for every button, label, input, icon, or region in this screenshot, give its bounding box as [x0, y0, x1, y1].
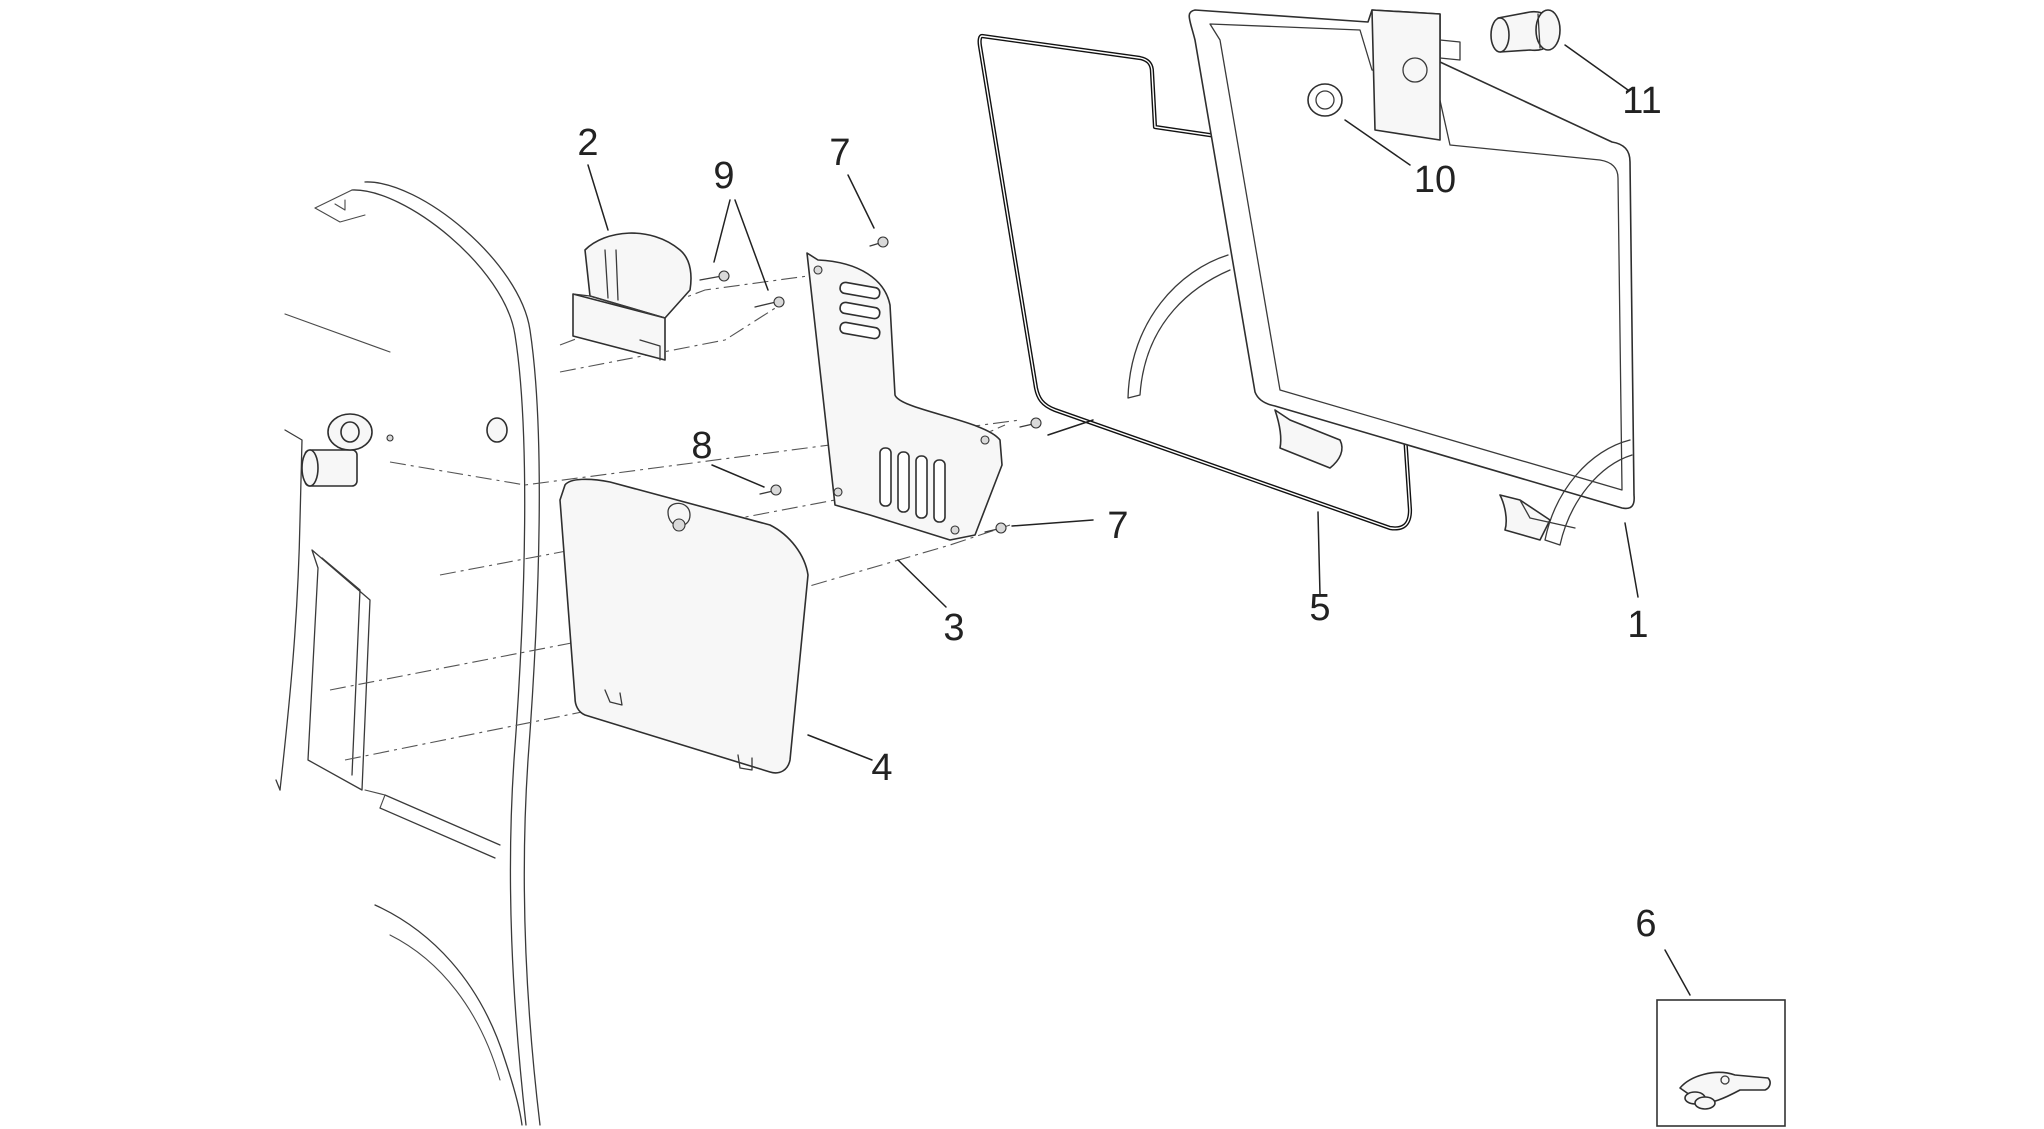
part-7-screws	[869, 236, 1042, 534]
part-5-gasket	[977, 33, 1413, 531]
callout-labels: 2 9 7 8 7 3 4 5 1 10 11 6	[577, 80, 1661, 945]
callout-4: 4	[871, 747, 892, 789]
callout-2: 2	[577, 122, 598, 164]
part-4-door-panel	[559, 478, 809, 774]
part-1-lid-frame	[1127, 9, 1635, 546]
callout-10: 10	[1414, 159, 1456, 201]
part-2-bracket	[572, 232, 692, 361]
callout-8: 8	[691, 425, 712, 467]
callout-6: 6	[1635, 903, 1656, 945]
part-11-lock-cylinder	[1490, 9, 1561, 53]
scooter-body-frame	[275, 181, 541, 1126]
part-9-screws	[699, 270, 785, 308]
leader-lines	[587, 44, 1691, 996]
part-6-inset	[1656, 999, 1786, 1127]
part-3-vent-plate	[806, 252, 1003, 541]
callout-7-right: 7	[1107, 505, 1128, 547]
callout-9: 9	[713, 155, 734, 197]
part-8-screw	[759, 484, 782, 496]
part-10-grommet	[1307, 83, 1343, 117]
callout-5: 5	[1309, 587, 1330, 629]
callout-11: 11	[1622, 80, 1661, 122]
callout-7-top: 7	[829, 132, 850, 174]
callout-3: 3	[943, 607, 964, 649]
callout-1: 1	[1627, 604, 1648, 646]
